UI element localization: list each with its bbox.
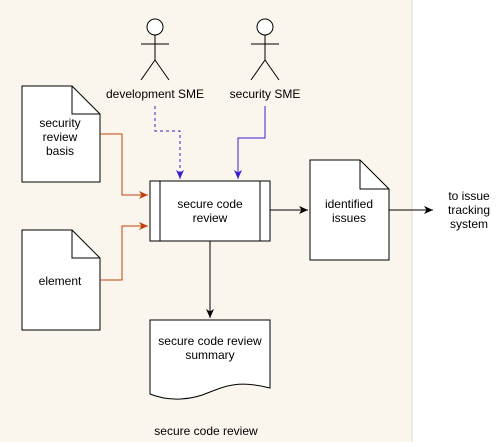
summary-line-1: secure code review	[158, 334, 262, 348]
security-sme-actor-icon	[250, 18, 280, 81]
issue-tracking-label: to issue tracking system	[448, 189, 490, 231]
process-label-line-1: secure code	[177, 197, 243, 211]
identified-issues-document: identified issues	[309, 159, 390, 261]
identified-issues-line-2: issues	[332, 211, 366, 225]
security-review-basis-line-2: review	[43, 130, 78, 144]
secure-code-review-process: secure code review	[149, 180, 271, 242]
security-review-basis-document: security review basis	[21, 85, 101, 183]
development-sme-label: development SME	[106, 87, 204, 101]
summary-line-2: summary	[185, 348, 234, 362]
security-sme-label: security SME	[230, 87, 301, 101]
development-sme-to-review-arrow	[154, 106, 184, 179]
element-label: element	[39, 274, 82, 288]
security-sme-to-review-arrow	[234, 106, 266, 179]
basis-to-review-arrow	[100, 133, 148, 199]
container-label: secure code review	[154, 424, 258, 438]
security-review-basis-line-1: security	[39, 116, 80, 130]
security-review-basis-line-3: basis	[46, 144, 74, 158]
identified-issues-line-1: identified	[325, 197, 373, 211]
secure-code-review-summary-document: secure code review summary	[149, 319, 271, 400]
issue-tracking-line-1: to issue	[448, 189, 490, 203]
development-sme-actor-icon	[140, 18, 170, 81]
element-to-review-arrow	[100, 222, 148, 281]
element-document: element	[21, 229, 101, 331]
issue-tracking-line-3: system	[450, 217, 488, 231]
issue-tracking-line-2: tracking	[448, 203, 490, 217]
process-label-line-2: review	[193, 211, 228, 225]
